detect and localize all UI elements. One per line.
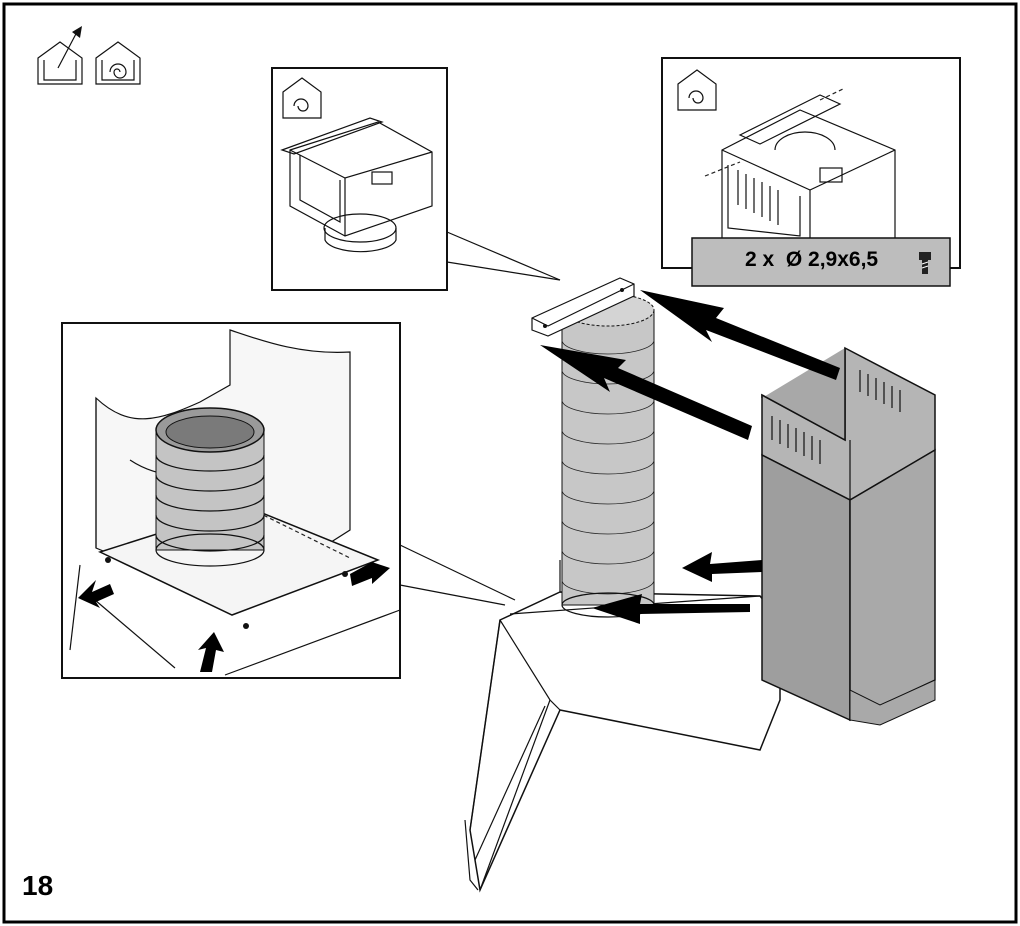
step-number: 18 (22, 870, 54, 901)
inset-top-right (661, 57, 961, 287)
screw-spec-bar (691, 237, 951, 287)
recirculation-icon (677, 69, 717, 111)
recirculation-icon (95, 41, 141, 85)
direction-arrows (540, 290, 840, 624)
chimney-vents (771, 370, 901, 464)
flexible-duct-inset (155, 407, 265, 567)
inset-left (61, 322, 516, 679)
flexible-duct-main (561, 293, 655, 618)
hood-body (464, 560, 781, 893)
wall-bracket (531, 277, 635, 337)
recirculation-icon (282, 77, 322, 119)
inset-top-middle (271, 67, 561, 291)
screw-spec-text: 2 x Ø 2,9x6,5 (745, 248, 879, 271)
chimney-cover (761, 346, 936, 726)
ducted-extraction-icon (37, 26, 83, 85)
screw-icon (919, 252, 931, 274)
vent-slots (737, 170, 779, 225)
